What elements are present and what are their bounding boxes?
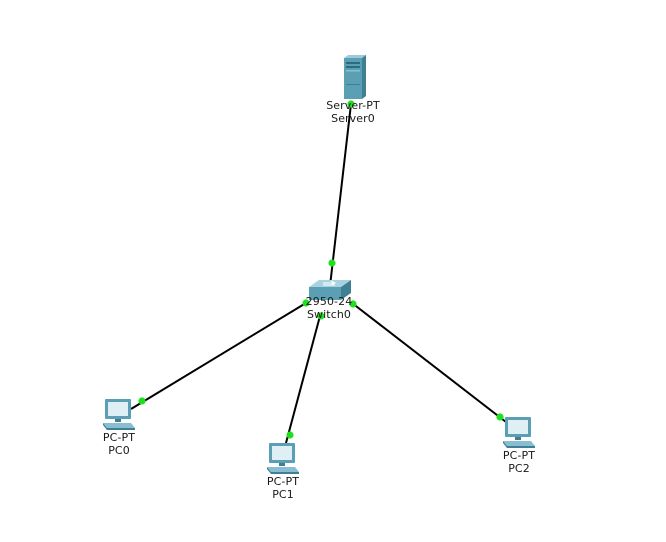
link-switch0-pc0[interactable]	[130, 302, 307, 410]
device-name-label: PC2	[508, 462, 530, 475]
link-switch0-pc1[interactable]	[285, 315, 321, 444]
link-light-switch0-uplink	[328, 259, 336, 267]
device-name-label: PC1	[272, 488, 294, 501]
switch-icon	[309, 280, 351, 300]
pc-icon	[267, 443, 299, 474]
device-model-label: 2950-24	[305, 295, 353, 308]
device-server0[interactable]: Server-PT Server0	[318, 54, 388, 125]
device-pc2[interactable]: PC-PT PC2	[484, 415, 554, 475]
device-name-label: PC0	[108, 444, 130, 457]
link-light-pc1	[286, 431, 294, 439]
link-light-switch0-pc0	[302, 299, 310, 307]
pc-icon	[503, 417, 535, 448]
link-switch0-pc2[interactable]	[351, 302, 507, 423]
device-name-label: Switch0	[306, 308, 352, 321]
link-light-switch0-pc1	[317, 312, 325, 320]
pc-icon	[103, 399, 135, 430]
link-light-switch0-pc2	[349, 300, 357, 308]
device-model-label: PC-PT	[102, 431, 136, 444]
device-switch0[interactable]: 2950-24 Switch0	[294, 279, 364, 321]
link-light-server0	[347, 100, 355, 108]
link-light-pc2	[496, 413, 504, 421]
link-light-pc0	[138, 397, 146, 405]
device-model-label: Server-PT	[326, 99, 380, 112]
link-server0-switch0[interactable]	[329, 103, 352, 287]
device-name-label: Server0	[331, 112, 375, 125]
device-model-label: PC-PT	[266, 475, 300, 488]
device-model-label: PC-PT	[502, 449, 536, 462]
server-icon	[344, 55, 366, 99]
device-pc0[interactable]: PC-PT PC0	[84, 397, 154, 457]
device-pc1[interactable]: PC-PT PC1	[248, 441, 318, 501]
